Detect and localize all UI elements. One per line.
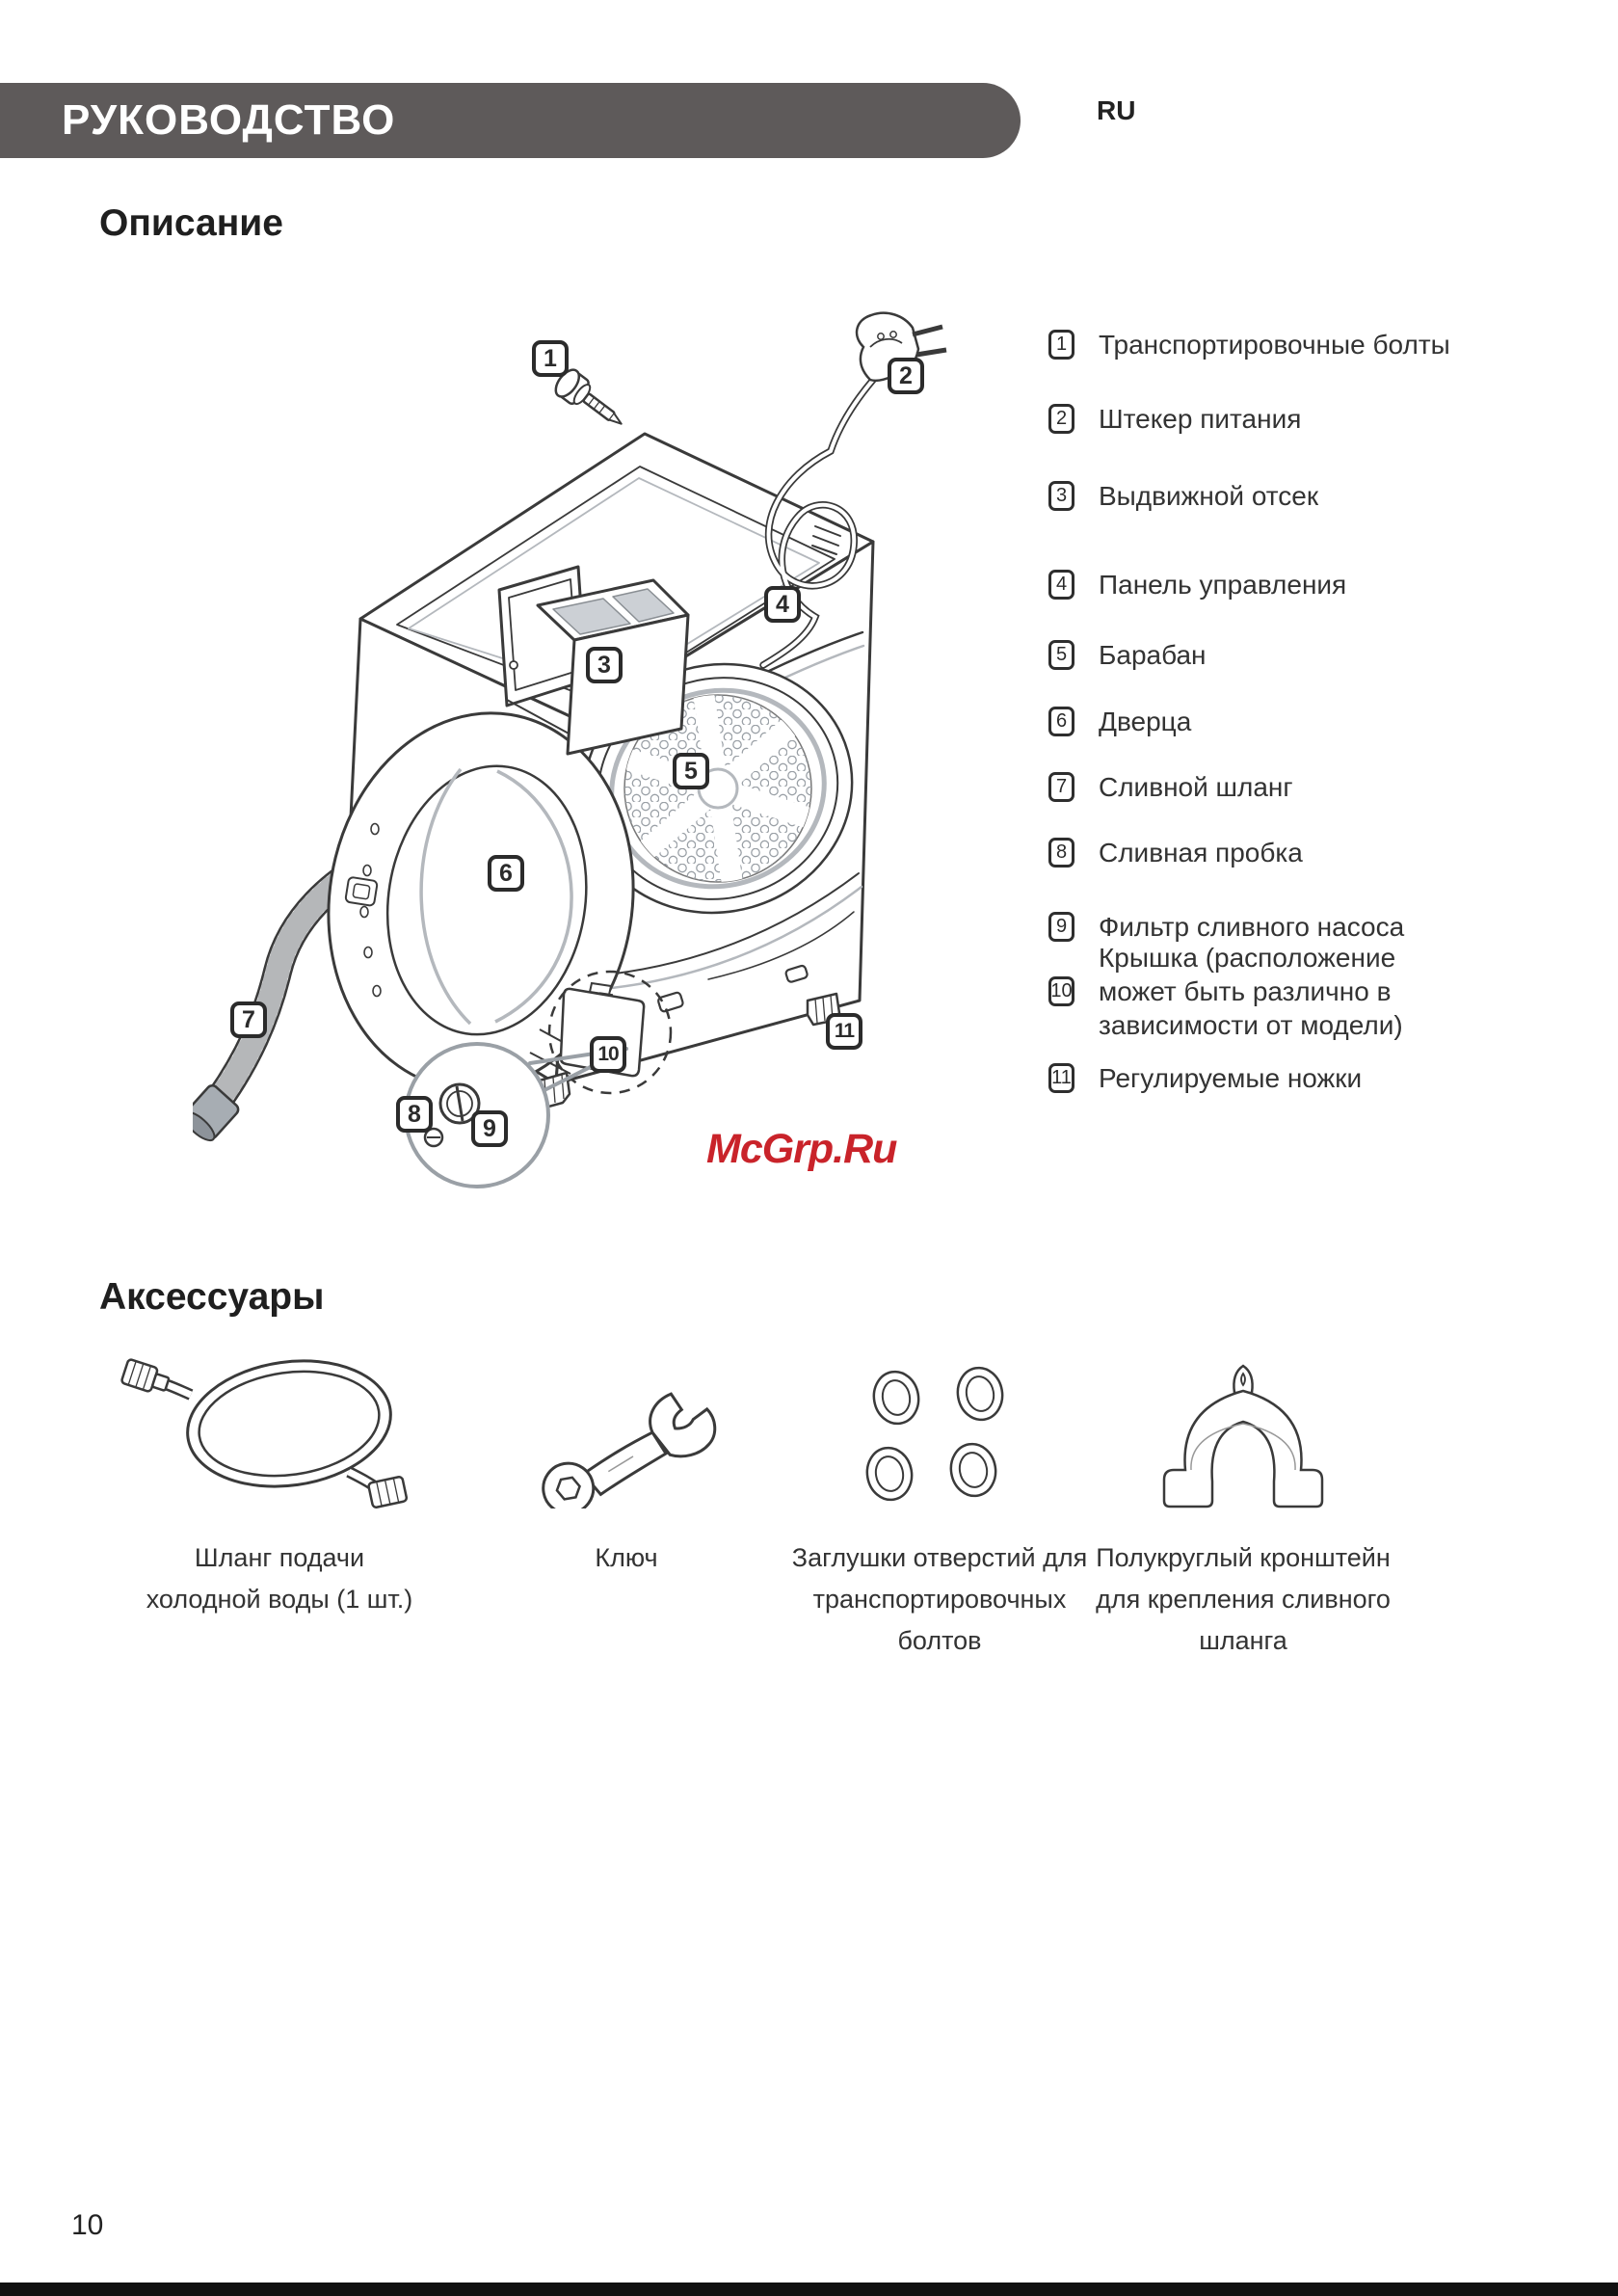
legend-item: 5 Барабан (1048, 635, 1207, 674)
spanner-wrench-icon (542, 1392, 717, 1508)
accessory-hose: Шланг подачи холодной воды (1 шт.) (116, 1330, 443, 1620)
accessory-bracket: Полукруглый кронштейн для крепления слив… (1079, 1330, 1407, 1662)
legend-label: Регулируемые ножки (1099, 1062, 1363, 1093)
callout-7: 7 (230, 1001, 267, 1038)
legend-label: Дверца (1099, 706, 1192, 736)
bottom-bar (0, 2283, 1618, 2296)
legend-num-badge: 2 (1048, 403, 1074, 434)
legend-item: 3 Выдвижной отсек (1048, 476, 1318, 515)
legend-label: Сливной шланг (1099, 771, 1293, 802)
legend-label: Фильтр сливного насоса (1099, 911, 1405, 942)
cover-location-dashed-circle (547, 970, 673, 1095)
callout-1: 1 (532, 340, 569, 377)
legend-item: 9 Фильтр сливного насоса (1048, 907, 1404, 946)
callout-2: 2 (888, 358, 924, 394)
door-glass (419, 767, 573, 1026)
legend-num-badge: 6 (1048, 706, 1074, 736)
legend-label: Выдвижной отсек (1099, 480, 1319, 511)
accessory-plugs: Заглушки отверстий для транспортировочны… (776, 1330, 1103, 1662)
legend-num-badge: 8 (1048, 837, 1074, 868)
page-number: 10 (71, 2209, 104, 2241)
legend-label: Крышка (расположение может быть различно… (1099, 943, 1403, 1040)
power-cord (759, 376, 877, 669)
callout-4: 4 (764, 586, 801, 623)
header-bar: РУКОВОДСТВО (0, 83, 1021, 158)
callout-3: 3 (586, 647, 623, 683)
callout-8: 8 (396, 1096, 433, 1133)
accessory-caption: Ключ (595, 1543, 658, 1572)
accessory-wrench: Ключ (463, 1330, 790, 1579)
callout-10: 10 (590, 1036, 626, 1073)
accessory-caption: Заглушки отверстий для транспортировочны… (791, 1543, 1088, 1655)
cold-water-inlet-hose-icon (120, 1358, 409, 1508)
drain-hose-bracket-icon (1162, 1364, 1324, 1508)
door-hinge-holes (359, 822, 382, 998)
legend-label: Штекер питания (1099, 403, 1302, 434)
legend-item: 2 Штекер питания (1048, 399, 1301, 438)
legend-num-badge: 11 (1048, 1062, 1074, 1093)
legend-num-badge: 7 (1048, 771, 1074, 802)
legend-item: 6 Дверца (1048, 702, 1191, 740)
transport-bolt (554, 368, 623, 425)
legend-num-badge: 10 (1048, 976, 1074, 1006)
description-section-title: Описание (99, 202, 283, 244)
callout-6: 6 (488, 855, 524, 892)
hinge-lugs (657, 964, 809, 1013)
language-code: RU (1097, 95, 1136, 125)
legend-item: 4 Панель управления (1048, 565, 1346, 603)
legend-label: Транспортировочные болты (1099, 329, 1450, 360)
callout-5: 5 (673, 753, 709, 789)
legend-label: Сливная пробка (1099, 837, 1303, 868)
watermark: McGrp.Ru (706, 1126, 897, 1172)
accessory-caption: Полукруглый кронштейн для крепления слив… (1096, 1543, 1391, 1655)
page-title: РУКОВОДСТВО (62, 96, 396, 144)
callout-11: 11 (826, 1013, 862, 1050)
transport-bolt-hole-plugs-icon (865, 1366, 1004, 1502)
legend-num-badge: 9 (1048, 911, 1074, 942)
legend-num-badge: 1 (1048, 329, 1074, 360)
legend-label: Барабан (1099, 639, 1207, 670)
legend-item: 11 Регулируемые ножки (1048, 1058, 1362, 1097)
legend-num-badge: 4 (1048, 569, 1074, 600)
legend-item: 10 Крышка (расположение может быть разли… (1048, 941, 1455, 1042)
accessories-section-title: Аксессуары (99, 1276, 325, 1318)
washing-machine-illustration (193, 311, 947, 1188)
legend-item: 1 Транспортировочные болты (1048, 325, 1450, 363)
accessory-caption: Шланг подачи холодной воды (1 шт.) (146, 1543, 413, 1614)
legend-item: 8 Сливная пробка (1048, 833, 1303, 871)
legend-label: Панель управления (1099, 569, 1347, 600)
legend-num-badge: 5 (1048, 639, 1074, 670)
callout-9: 9 (471, 1110, 508, 1147)
legend-num-badge: 3 (1048, 480, 1074, 511)
legend-item: 7 Сливной шланг (1048, 767, 1293, 806)
drain-hose-cap (193, 1084, 240, 1142)
door-latch (344, 876, 379, 907)
